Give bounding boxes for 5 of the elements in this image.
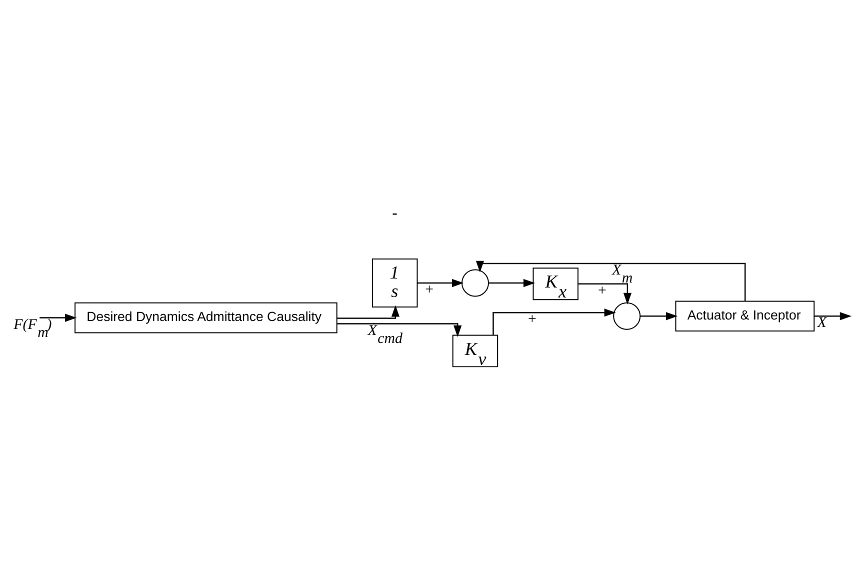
edge-label: + — [424, 282, 434, 298]
edge-label: X — [817, 315, 827, 332]
edge-label: + — [596, 282, 608, 299]
edge-label: + — [527, 312, 538, 328]
label: - — [392, 203, 398, 222]
